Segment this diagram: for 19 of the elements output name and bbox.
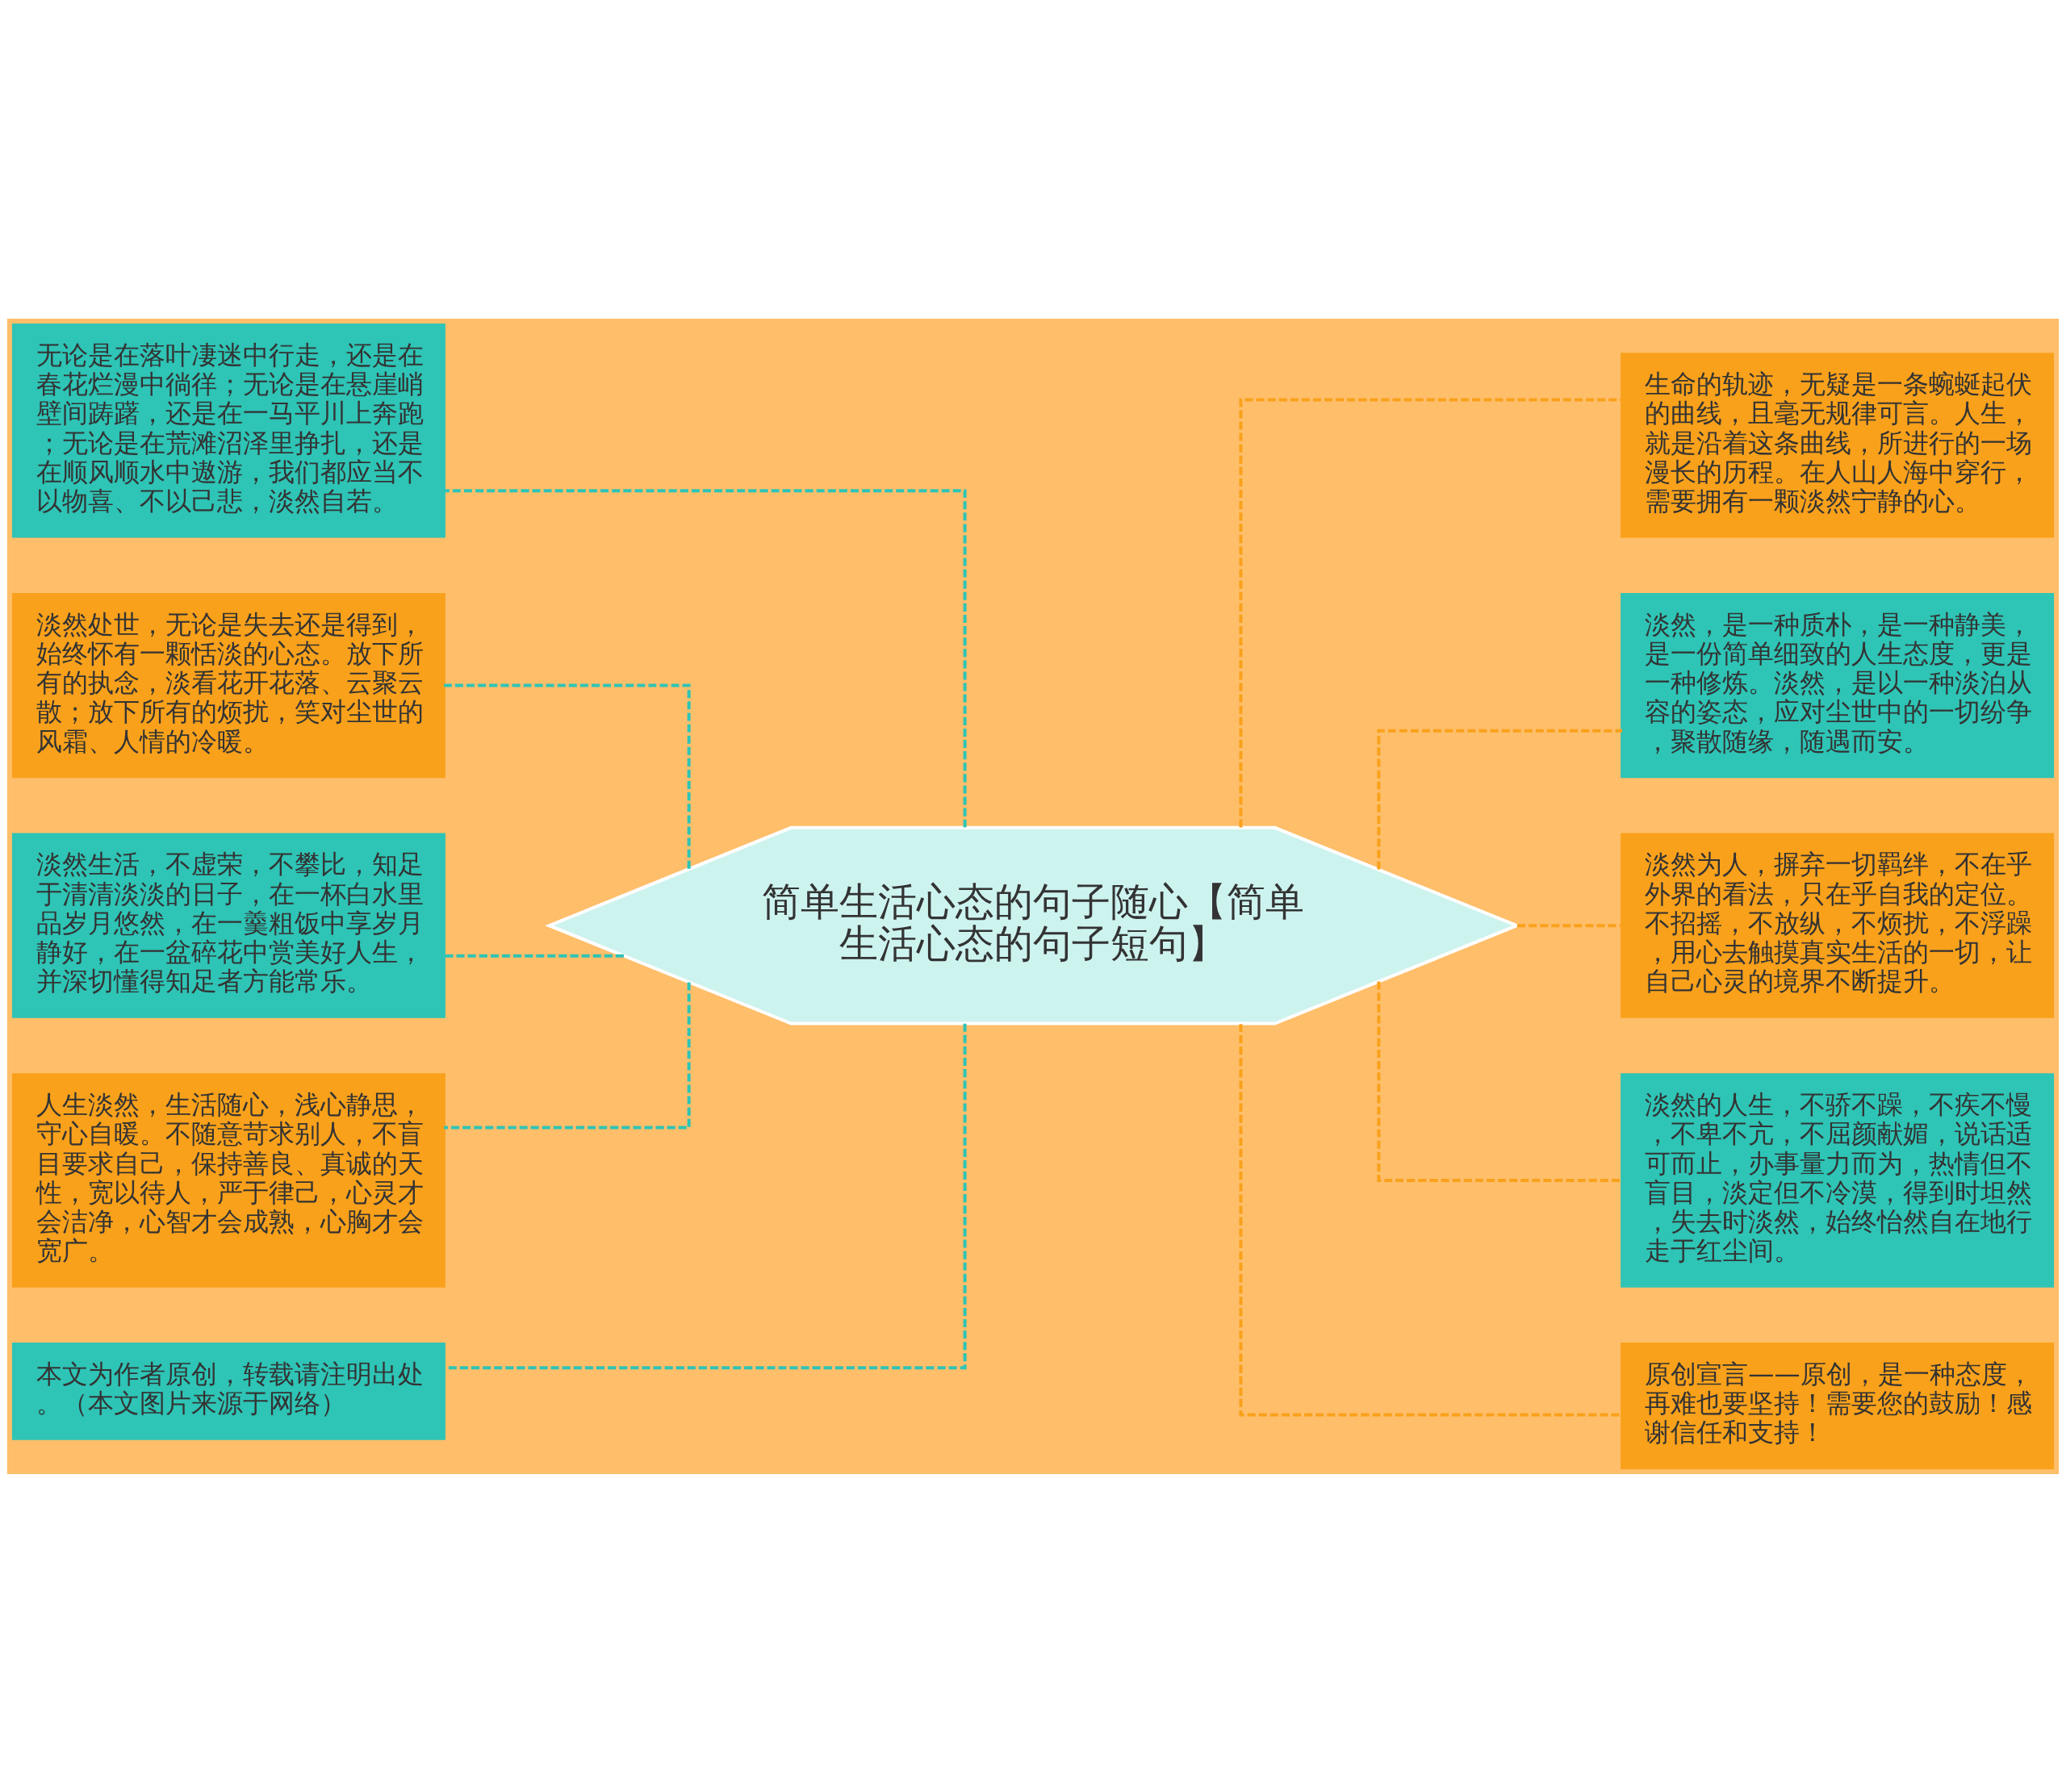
connector	[444, 488, 967, 828]
node-box: 淡然为人，摒弃一切羁绊，不在乎外界的看法，只在乎自我的定位。不招摇，不放纵，不烦扰，不浮躁，用心去触摸真实生活的一切，让自己心灵的境界不断提升。	[1621, 833, 2055, 1018]
node-box: 人生淡然，生活随心，浅心静思，守心自暖。不随意苛求别人，不盲目要求自己，保持善良、真诚的天性，宽以待人，严于律己，心灵才会洁净，心智才会成熟，心胸才会宽广。	[11, 1072, 445, 1288]
node-box: 淡然，是一种质朴，是一种静美，是一份简单细致的人生态度，更是一种修炼。淡然，是以一种淡泊从容的姿态，应对尘世中的一切纷争，聚散随缘，随遇而安。	[1621, 592, 2055, 778]
connector	[1516, 923, 1622, 927]
node-box: 本文为作者原创，转载请注明出处。（本文图片来源于网络）	[11, 1342, 445, 1440]
node-box: 淡然处世，无论是失去还是得到，始终怀有一颗恬淡的心态。放下所有的执念，淡看花开花落、云聚云散；放下所有的烦扰，笑对尘世的风霜、人情的冷暖。	[11, 592, 445, 778]
connector	[1239, 398, 1622, 827]
node-box: 淡然的人生，不骄不躁，不疾不慢，不卑不亢，不屈颜献媚，说话适可而止，办事量力而为，热情但不盲目，淡定但不冷漠，得到时坦然，失去时淡然，始终怡然自在地行走于红尘间。	[1621, 1072, 2055, 1288]
connector	[1377, 981, 1622, 1182]
connector	[1377, 729, 1622, 869]
connector	[444, 954, 624, 958]
node-box: 生命的轨迹，无疑是一条蜿蜒起伏的曲线，且毫无规律可言。人生，就是沿着这条曲线，所进行的一场漫长的历程。在人山人海中穿行，需要拥有一颗淡然宁静的心。	[1621, 352, 2055, 537]
node-box: 原创宣言——原创，是一种态度，再难也要坚持！需要您的鼓励！感谢信任和支持！	[1621, 1342, 2055, 1469]
connector	[444, 683, 691, 869]
node-box: 无论是在落叶凄迷中行走，还是在春花烂漫中徜徉；无论是在悬崖峭壁间踌躇，还是在一马平川上奔跑；无论是在荒滩沼泽里挣扎，还是在顺风顺水中遨游，我们都应当不以物喜、不以己悲，淡然自若。	[11, 323, 445, 537]
connector	[444, 1023, 967, 1369]
connector	[444, 982, 691, 1130]
node-box: 淡然生活，不虚荣，不攀比，知足于清清淡淡的日子，在一杯白水里品岁月悠然，在一羹粗饭中享岁月静好，在一盆碎花中赏美好人生，并深切懂得知足者方能常乐。	[11, 833, 445, 1018]
